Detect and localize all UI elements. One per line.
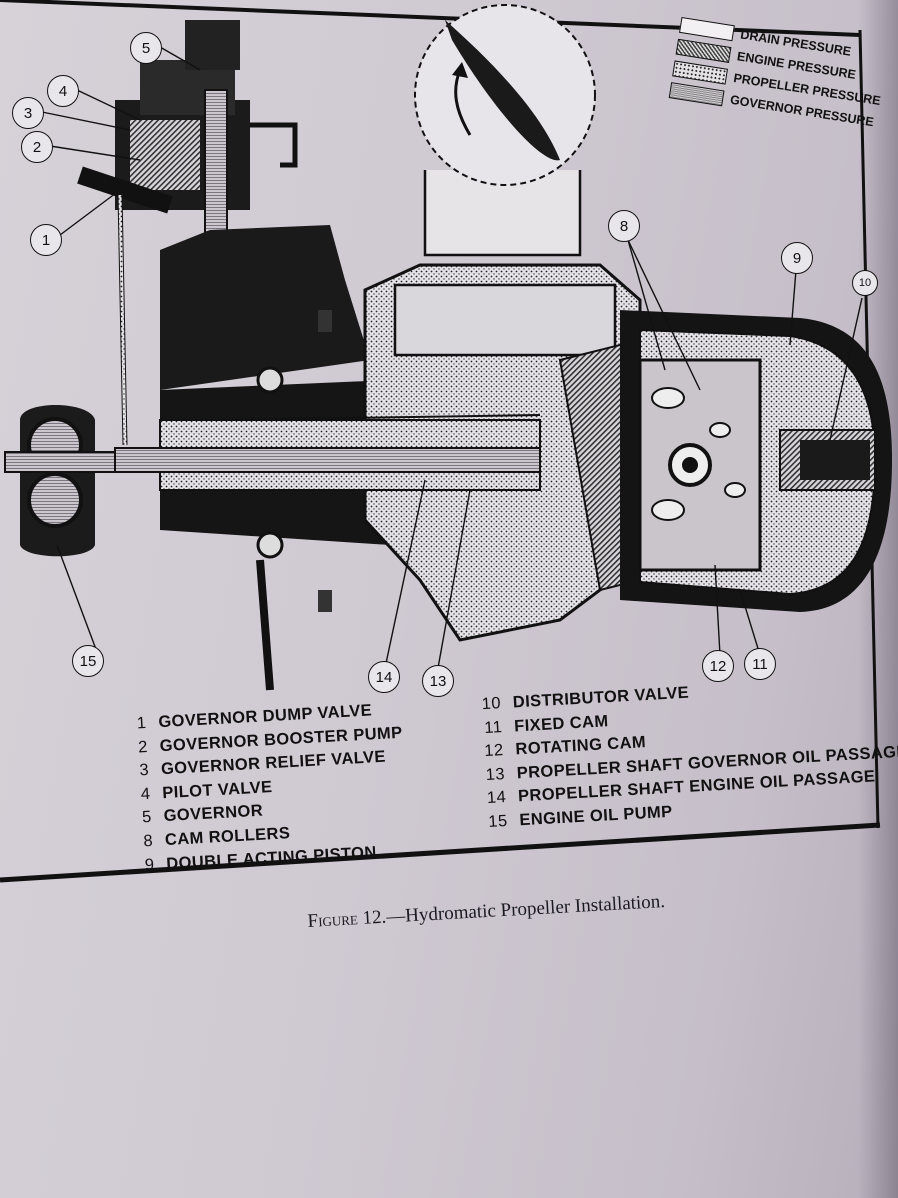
part-number: 4 bbox=[140, 784, 151, 804]
callout-3: 3 bbox=[12, 97, 44, 129]
blade-inset bbox=[414, 4, 596, 257]
shaft-housing bbox=[114, 225, 642, 691]
part-name: FIXED CAM bbox=[513, 711, 609, 736]
callout-2: 2 bbox=[21, 131, 53, 163]
leader-lines bbox=[41, 46, 863, 669]
propeller-hub bbox=[620, 310, 892, 612]
part-number: 5 bbox=[141, 808, 153, 827]
callout-11: 11 bbox=[744, 648, 776, 680]
callout-13: 13 bbox=[422, 665, 454, 697]
engine-oil-pump bbox=[4, 405, 116, 557]
callout-9: 9 bbox=[781, 242, 813, 274]
callout-8: 8 bbox=[608, 210, 640, 242]
part-number: 14 bbox=[486, 788, 507, 808]
callout-12: 12 bbox=[702, 650, 734, 682]
figure-number: Figure 12. bbox=[307, 906, 387, 932]
part-number: 12 bbox=[483, 741, 505, 761]
part-number: 11 bbox=[483, 717, 503, 737]
callout-4: 4 bbox=[47, 75, 79, 107]
callout-15: 15 bbox=[72, 645, 104, 677]
part-number: 9 bbox=[144, 855, 155, 874]
bottom-rule bbox=[0, 822, 881, 883]
callout-10: 10 bbox=[852, 270, 878, 296]
part-number: 2 bbox=[137, 737, 149, 757]
part-number: 15 bbox=[487, 811, 508, 831]
part-number: 8 bbox=[142, 831, 154, 851]
governor-assembly bbox=[77, 20, 298, 446]
callout-14: 14 bbox=[368, 661, 400, 693]
part-number: 10 bbox=[481, 694, 502, 714]
callout-5: 5 bbox=[130, 32, 162, 64]
part-number: 13 bbox=[485, 764, 506, 784]
part-number: 1 bbox=[136, 713, 147, 733]
callout-1: 1 bbox=[30, 224, 62, 256]
part-number: 3 bbox=[139, 761, 150, 780]
